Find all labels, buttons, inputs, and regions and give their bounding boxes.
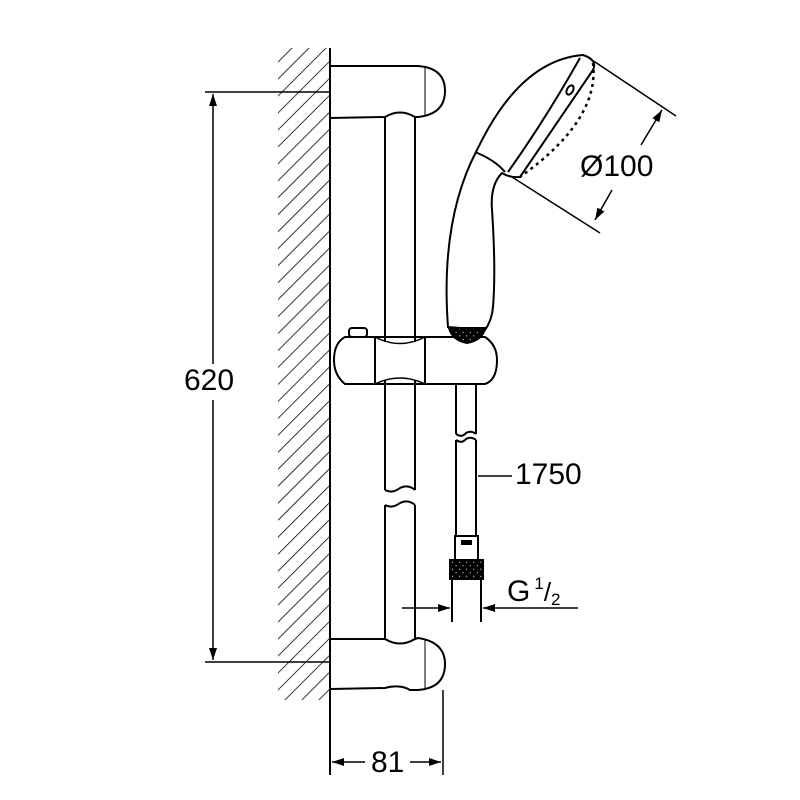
thread-prefix: G xyxy=(507,575,531,608)
height-dimension-label: 620 xyxy=(184,364,235,398)
bottom-wall-bracket xyxy=(329,636,447,691)
wall-hatching xyxy=(278,48,331,775)
hose-connector-knurl xyxy=(447,327,487,345)
hose-length-label: 1750 xyxy=(515,458,582,491)
top-wall-bracket xyxy=(329,65,447,119)
thread-denominator: 2 xyxy=(551,590,561,609)
thread-numerator: 1 xyxy=(534,574,544,593)
thread-slash: / xyxy=(543,577,552,607)
slider-holder xyxy=(332,327,499,385)
hand-shower xyxy=(445,53,596,345)
shower-hose xyxy=(449,384,484,622)
depth-dimension-label: 81 xyxy=(368,748,408,778)
head-diameter-label: Ø100 xyxy=(580,150,654,183)
dimension-lines xyxy=(205,55,677,775)
slide-rail xyxy=(384,117,416,640)
